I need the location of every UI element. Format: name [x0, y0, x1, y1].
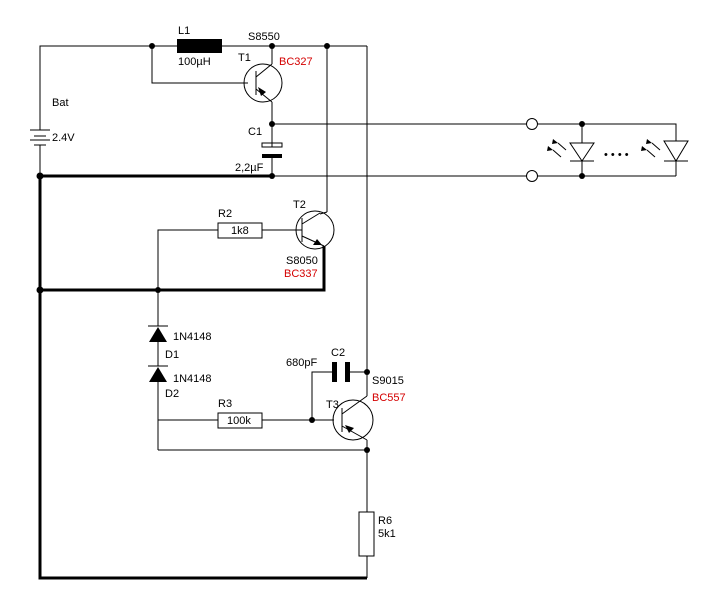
t3-part: S9015	[372, 375, 404, 387]
inductor-l1	[177, 39, 222, 53]
t1-part: S8550	[248, 31, 280, 43]
ground-rails	[38, 174, 367, 580]
t3-alt: BC557	[372, 392, 406, 404]
t2-name: T2	[293, 199, 306, 211]
battery-name: Bat	[52, 97, 69, 109]
c1-name: C1	[248, 126, 262, 138]
t2-alt: BC337	[284, 268, 318, 280]
transistor-t1	[243, 63, 283, 103]
diode-d1	[148, 325, 168, 342]
resistor-r3	[217, 412, 263, 429]
c2-name: C2	[331, 347, 345, 359]
r6-name: R6	[378, 515, 392, 527]
transistor-t3	[332, 395, 374, 441]
d1-name: D1	[165, 349, 179, 361]
led-last	[641, 139, 689, 162]
led-ellipsis: • • • •	[604, 149, 629, 161]
led-terminal-top	[526, 118, 538, 130]
r3-name: R3	[218, 398, 232, 410]
t3-name: T3	[326, 399, 339, 411]
t2-part: S8050	[286, 255, 318, 267]
r6-value: 5k1	[378, 528, 396, 540]
r2-name: R2	[218, 208, 232, 220]
l1-name: L1	[178, 25, 190, 37]
d2-part: 1N4148	[173, 373, 212, 385]
junction-dots	[36, 43, 585, 453]
d2-name: D2	[165, 388, 179, 400]
battery-symbol	[30, 129, 50, 146]
transistor-t2	[295, 210, 335, 250]
resistor-r2	[217, 222, 263, 239]
diode-d2	[148, 365, 168, 382]
capacitor-c1	[261, 142, 283, 158]
r3-value: 100k	[227, 415, 251, 427]
r2-value: 1k8	[231, 225, 249, 237]
c1-value: 2,2µF	[235, 162, 264, 174]
led-first	[547, 139, 595, 162]
t1-alt: BC327	[279, 56, 313, 68]
capacitor-c2	[332, 362, 350, 382]
resistor-r6	[358, 511, 375, 557]
d1-part: 1N4148	[173, 331, 212, 343]
c2-value: 680pF	[286, 357, 317, 369]
t1-name: T1	[238, 52, 251, 64]
l1-value: 100µH	[178, 56, 211, 68]
battery-value: 2.4V	[52, 132, 75, 144]
led-terminal-bottom	[526, 170, 538, 182]
